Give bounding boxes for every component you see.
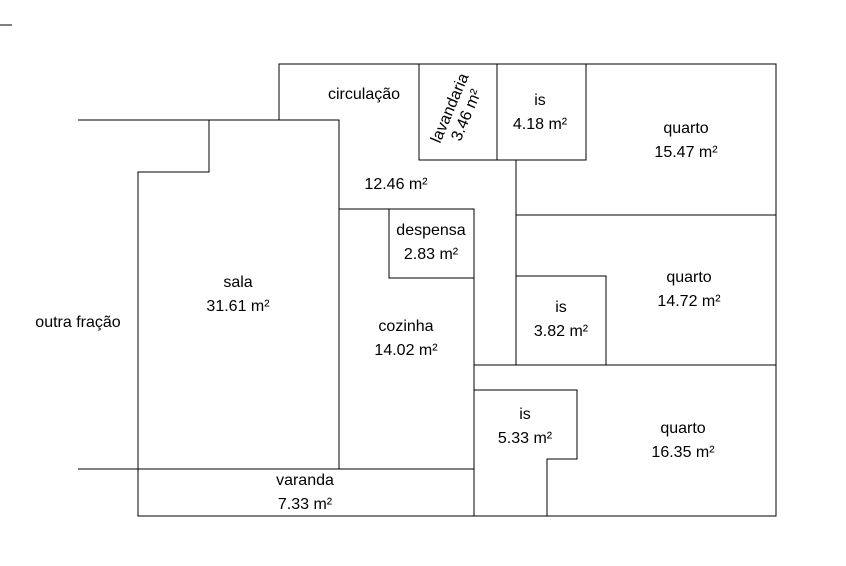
area-is-top: 4.18 m² bbox=[513, 116, 568, 133]
label-quarto-top: quarto bbox=[663, 120, 708, 137]
area-varanda: 7.33 m² bbox=[278, 496, 333, 513]
area-is-mid: 3.82 m² bbox=[534, 323, 589, 340]
area-quarto-mid: 14.72 m² bbox=[657, 293, 721, 310]
area-despensa: 2.83 m² bbox=[404, 246, 459, 263]
area-quarto-top: 15.47 m² bbox=[654, 144, 718, 161]
label-sala: sala bbox=[223, 274, 252, 291]
is-top-wall bbox=[496, 64, 587, 161]
is-bottom-wall bbox=[474, 389, 578, 516]
area-quarto-bottom: 16.35 m² bbox=[651, 444, 715, 461]
label-quarto-bottom: quarto bbox=[660, 420, 705, 437]
is-mid-wall bbox=[516, 275, 607, 365]
label-despensa: despensa bbox=[396, 222, 465, 239]
label-is-top: is bbox=[534, 92, 546, 109]
despensa-wall bbox=[339, 208, 475, 279]
outer-wall bbox=[78, 63, 777, 517]
label-cozinha: cozinha bbox=[378, 318, 433, 335]
label-quarto-mid: quarto bbox=[666, 269, 711, 286]
label-varanda: varanda bbox=[276, 472, 334, 489]
sala-wall bbox=[209, 119, 340, 469]
label-circulacao: circulação bbox=[328, 86, 400, 103]
label-outra-fracao: outra fração bbox=[35, 314, 120, 331]
area-sala: 31.61 m² bbox=[206, 298, 270, 315]
area-cozinha: 14.02 m² bbox=[374, 342, 438, 359]
area-circulacao: 12.46 m² bbox=[364, 176, 428, 193]
label-is-mid: is bbox=[555, 299, 567, 316]
label-is-bottom: is bbox=[519, 406, 531, 423]
lavandaria-label-group: lavandaria 3.46 m² bbox=[428, 71, 485, 146]
area-is-bottom: 5.33 m² bbox=[498, 430, 553, 447]
